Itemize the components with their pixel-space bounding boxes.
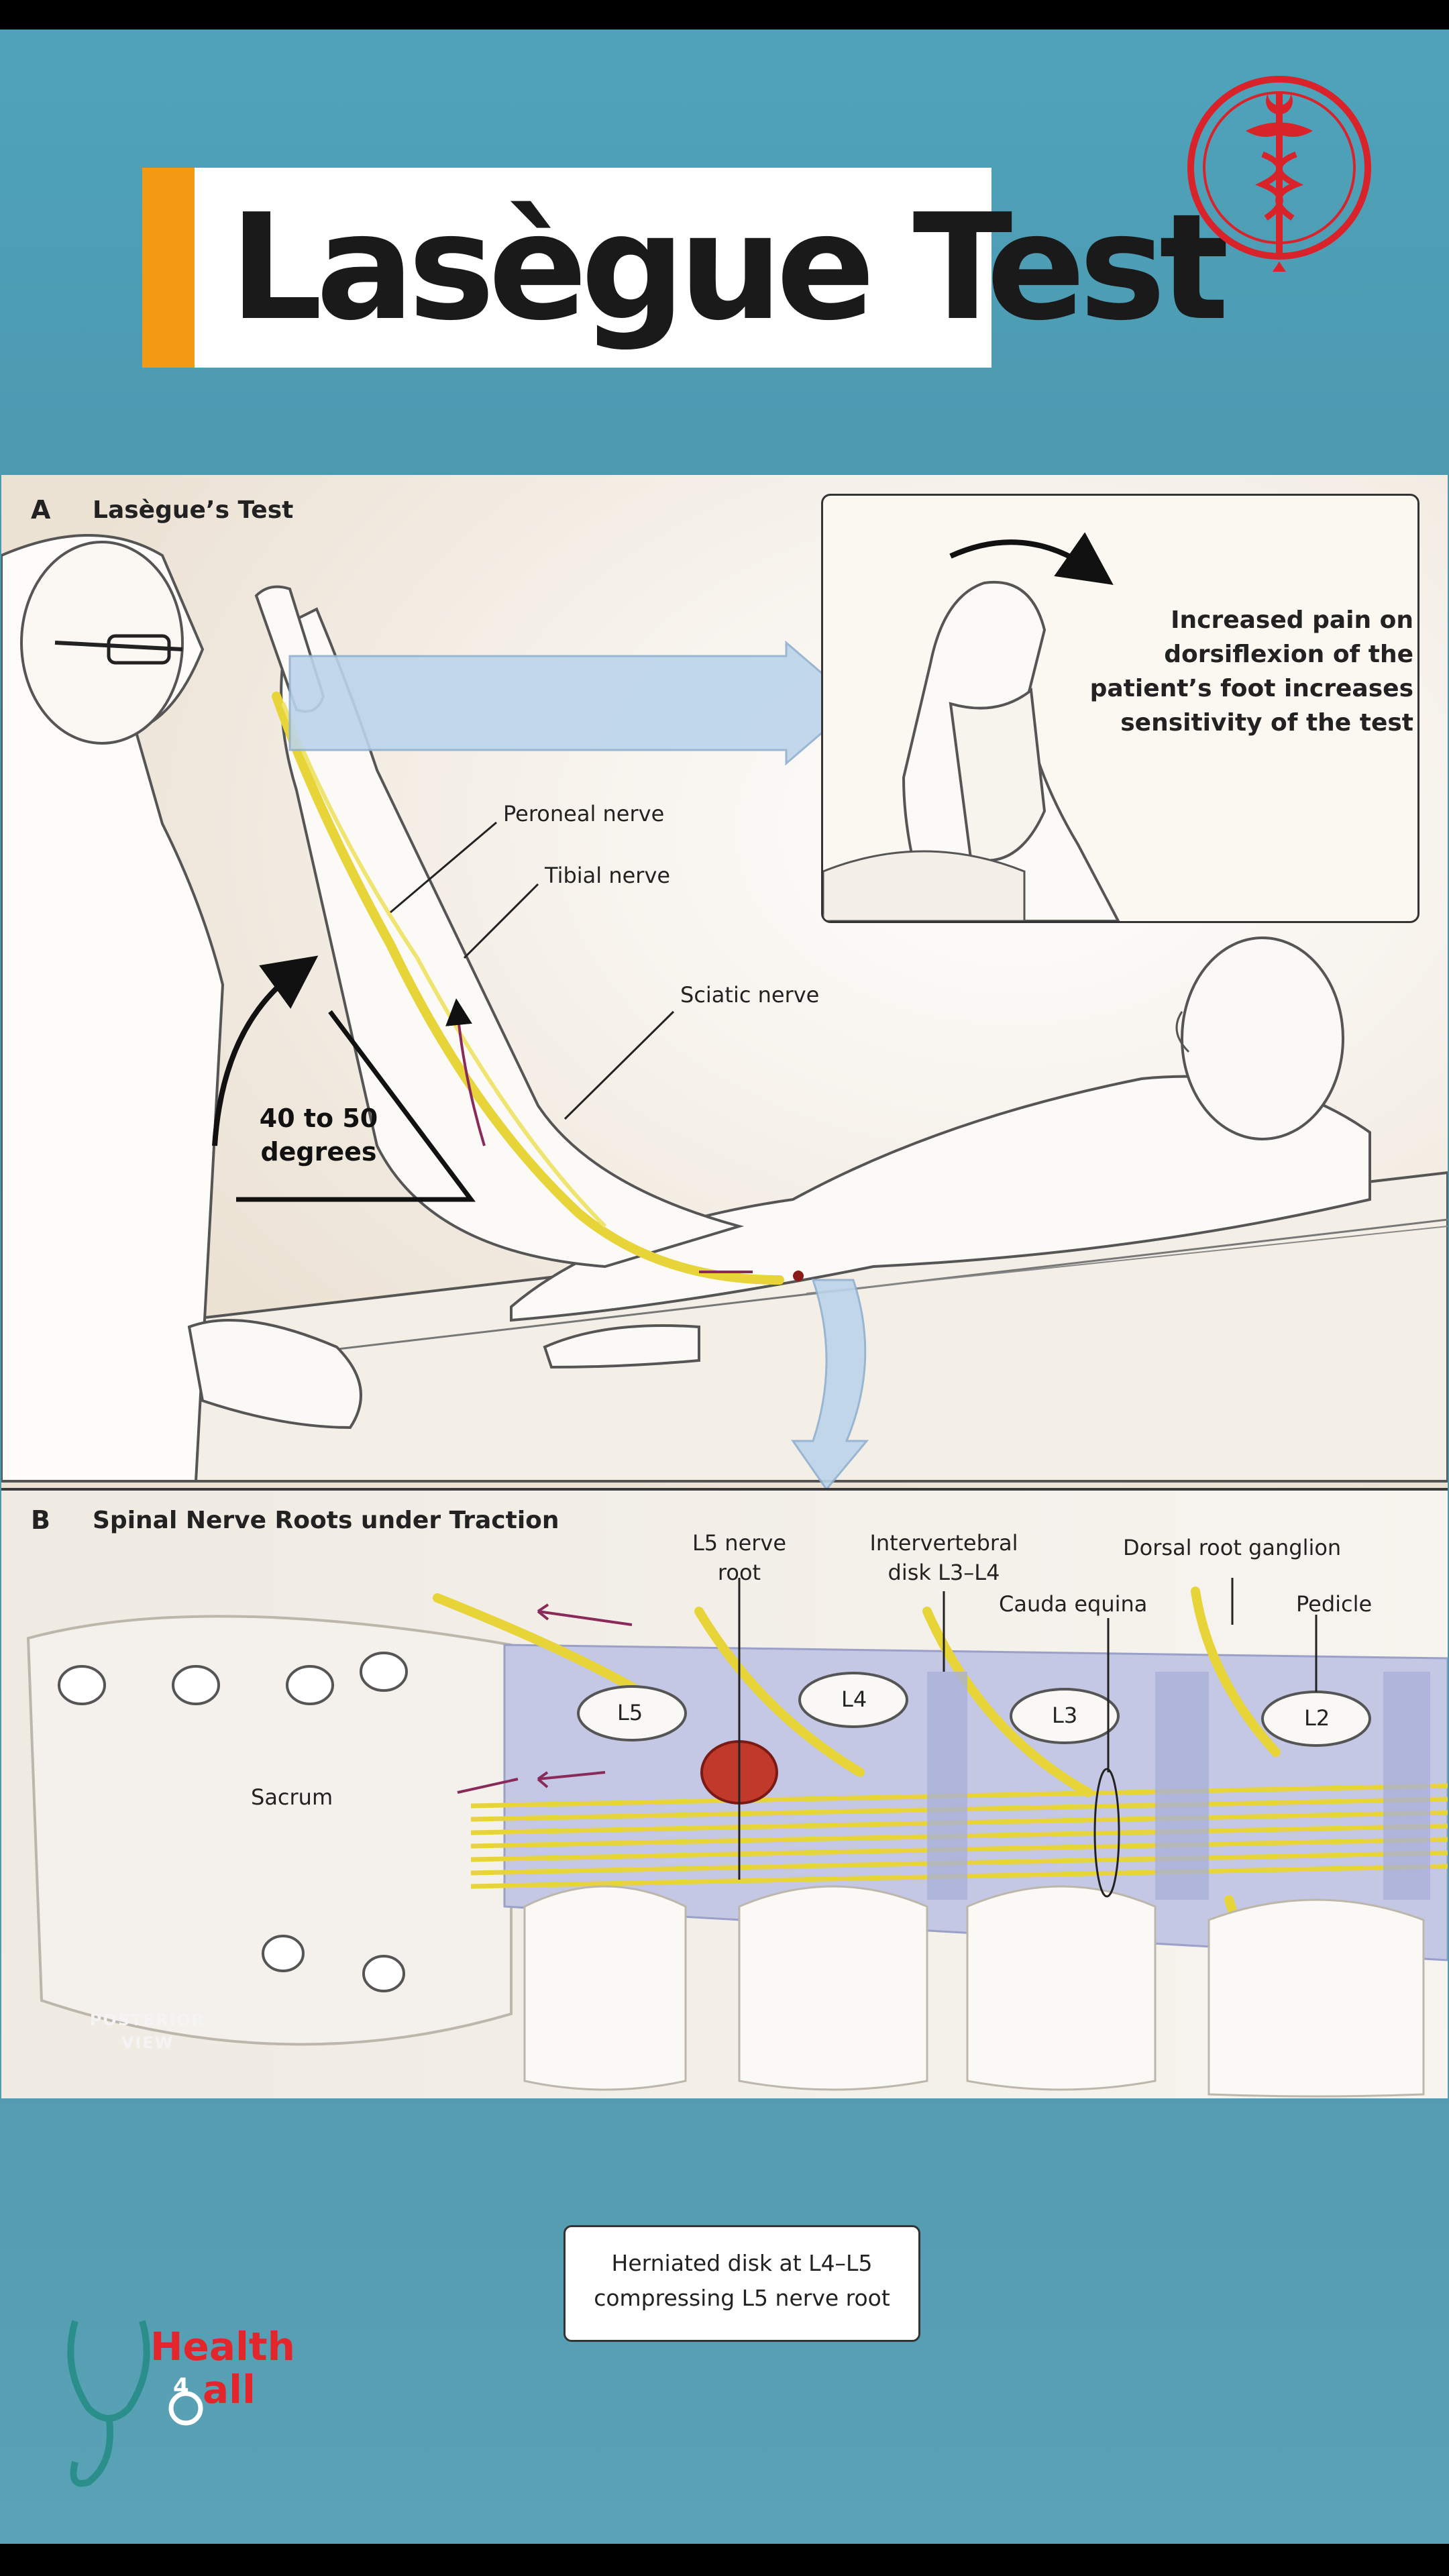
intervertebral-disk-label-line1: Intervertebral [869,1530,1018,1556]
l5-nerve-root-label-line2: root [717,1560,761,1585]
brand-numeral: 4 [173,2373,189,2400]
stethoscope-icon [67,2320,203,2487]
panel-a-letter: A [31,495,51,525]
panel-b: B Spinal Nerve Roots under Traction L5 n… [1,1491,1448,2342]
brand-name-line2: all [203,2367,256,2412]
caduceus-seal-icon [1187,76,1371,272]
sciatic-nerve-label: Sciatic nerve [680,982,820,1008]
herniation-callout-line2: compressing L5 nerve root [594,2285,890,2311]
panel-b-letter: B [31,1505,50,1535]
view-label: POSTERIOR VIEW [80,2008,215,2054]
sacrum-label: Sacrum [251,1784,333,1810]
herniation-callout-line1: Herniated disk at L4–L5 [611,2250,873,2276]
cauda-equina-label: Cauda equina [999,1591,1148,1617]
logo [1182,67,1377,275]
herniation-callout-text: Herniated disk at L4–L5 compressing L5 n… [566,2246,918,2316]
peroneal-nerve-label: Peroneal nerve [503,801,665,826]
vertebra-l4-label: L4 [841,1686,867,1712]
pedicle-label: Pedicle [1296,1591,1373,1617]
dorsiflexion-note: Increased pain on dorsiflexion of the pa… [1089,606,1413,737]
view-label-line1: POSTERIOR [89,2010,206,2029]
angle-label: 40 to 50 degrees [241,1102,396,1169]
intervertebral-disk-label: Intervertebral disk L3–L4 [860,1528,1028,1587]
tibial-nerve-label: Tibial nerve [545,863,671,888]
angle-label-line2: degrees [260,1137,377,1167]
vertebra-l3-label: L3 [1052,1703,1078,1728]
title-accent-bar [142,168,195,368]
intervertebral-disk-label-line2: disk L3–L4 [888,1560,1000,1585]
dorsiflexion-inset: Increased pain on dorsiflexion of the pa… [821,494,1419,923]
page-title: Lasègue Test [229,183,1229,353]
panel-b-title: Spinal Nerve Roots under Traction [93,1507,559,1534]
panel-divider [1,1488,1448,1491]
clinical-illustration: A Lasègue’s Test Peroneal nerve Tibial n… [1,475,1448,2342]
brand-logo: Health 4 all [62,2314,303,2496]
straight-leg-raise-drawing [1,475,1448,1489]
l5-nerve-root-label: L5 nerve root [672,1528,806,1587]
dorsiflexion-drawing [823,532,1120,921]
panel-a: A Lasègue’s Test Peroneal nerve Tibial n… [1,475,1448,1489]
angle-label-line1: 40 to 50 [259,1104,378,1133]
brand-name-line1: Health [150,2324,295,2369]
view-label-line2: VIEW [121,2033,174,2052]
panel-a-title: Lasègue’s Test [93,496,294,524]
herniation-callout: Herniated disk at L4–L5 compressing L5 n… [564,2225,920,2342]
spinal-anatomy-drawing [1,1491,1448,2098]
title-banner: Lasègue Test [142,168,1229,368]
dorsal-root-ganglion-label: Dorsal root ganglion [1123,1535,1342,1560]
top-black-bar [0,0,1449,30]
l5-nerve-root-label-line1: L5 nerve [692,1530,787,1556]
vertebra-l2-label: L2 [1304,1705,1330,1731]
vertebra-l5-label: L5 [617,1700,643,1725]
bottom-black-bar [0,2544,1449,2576]
